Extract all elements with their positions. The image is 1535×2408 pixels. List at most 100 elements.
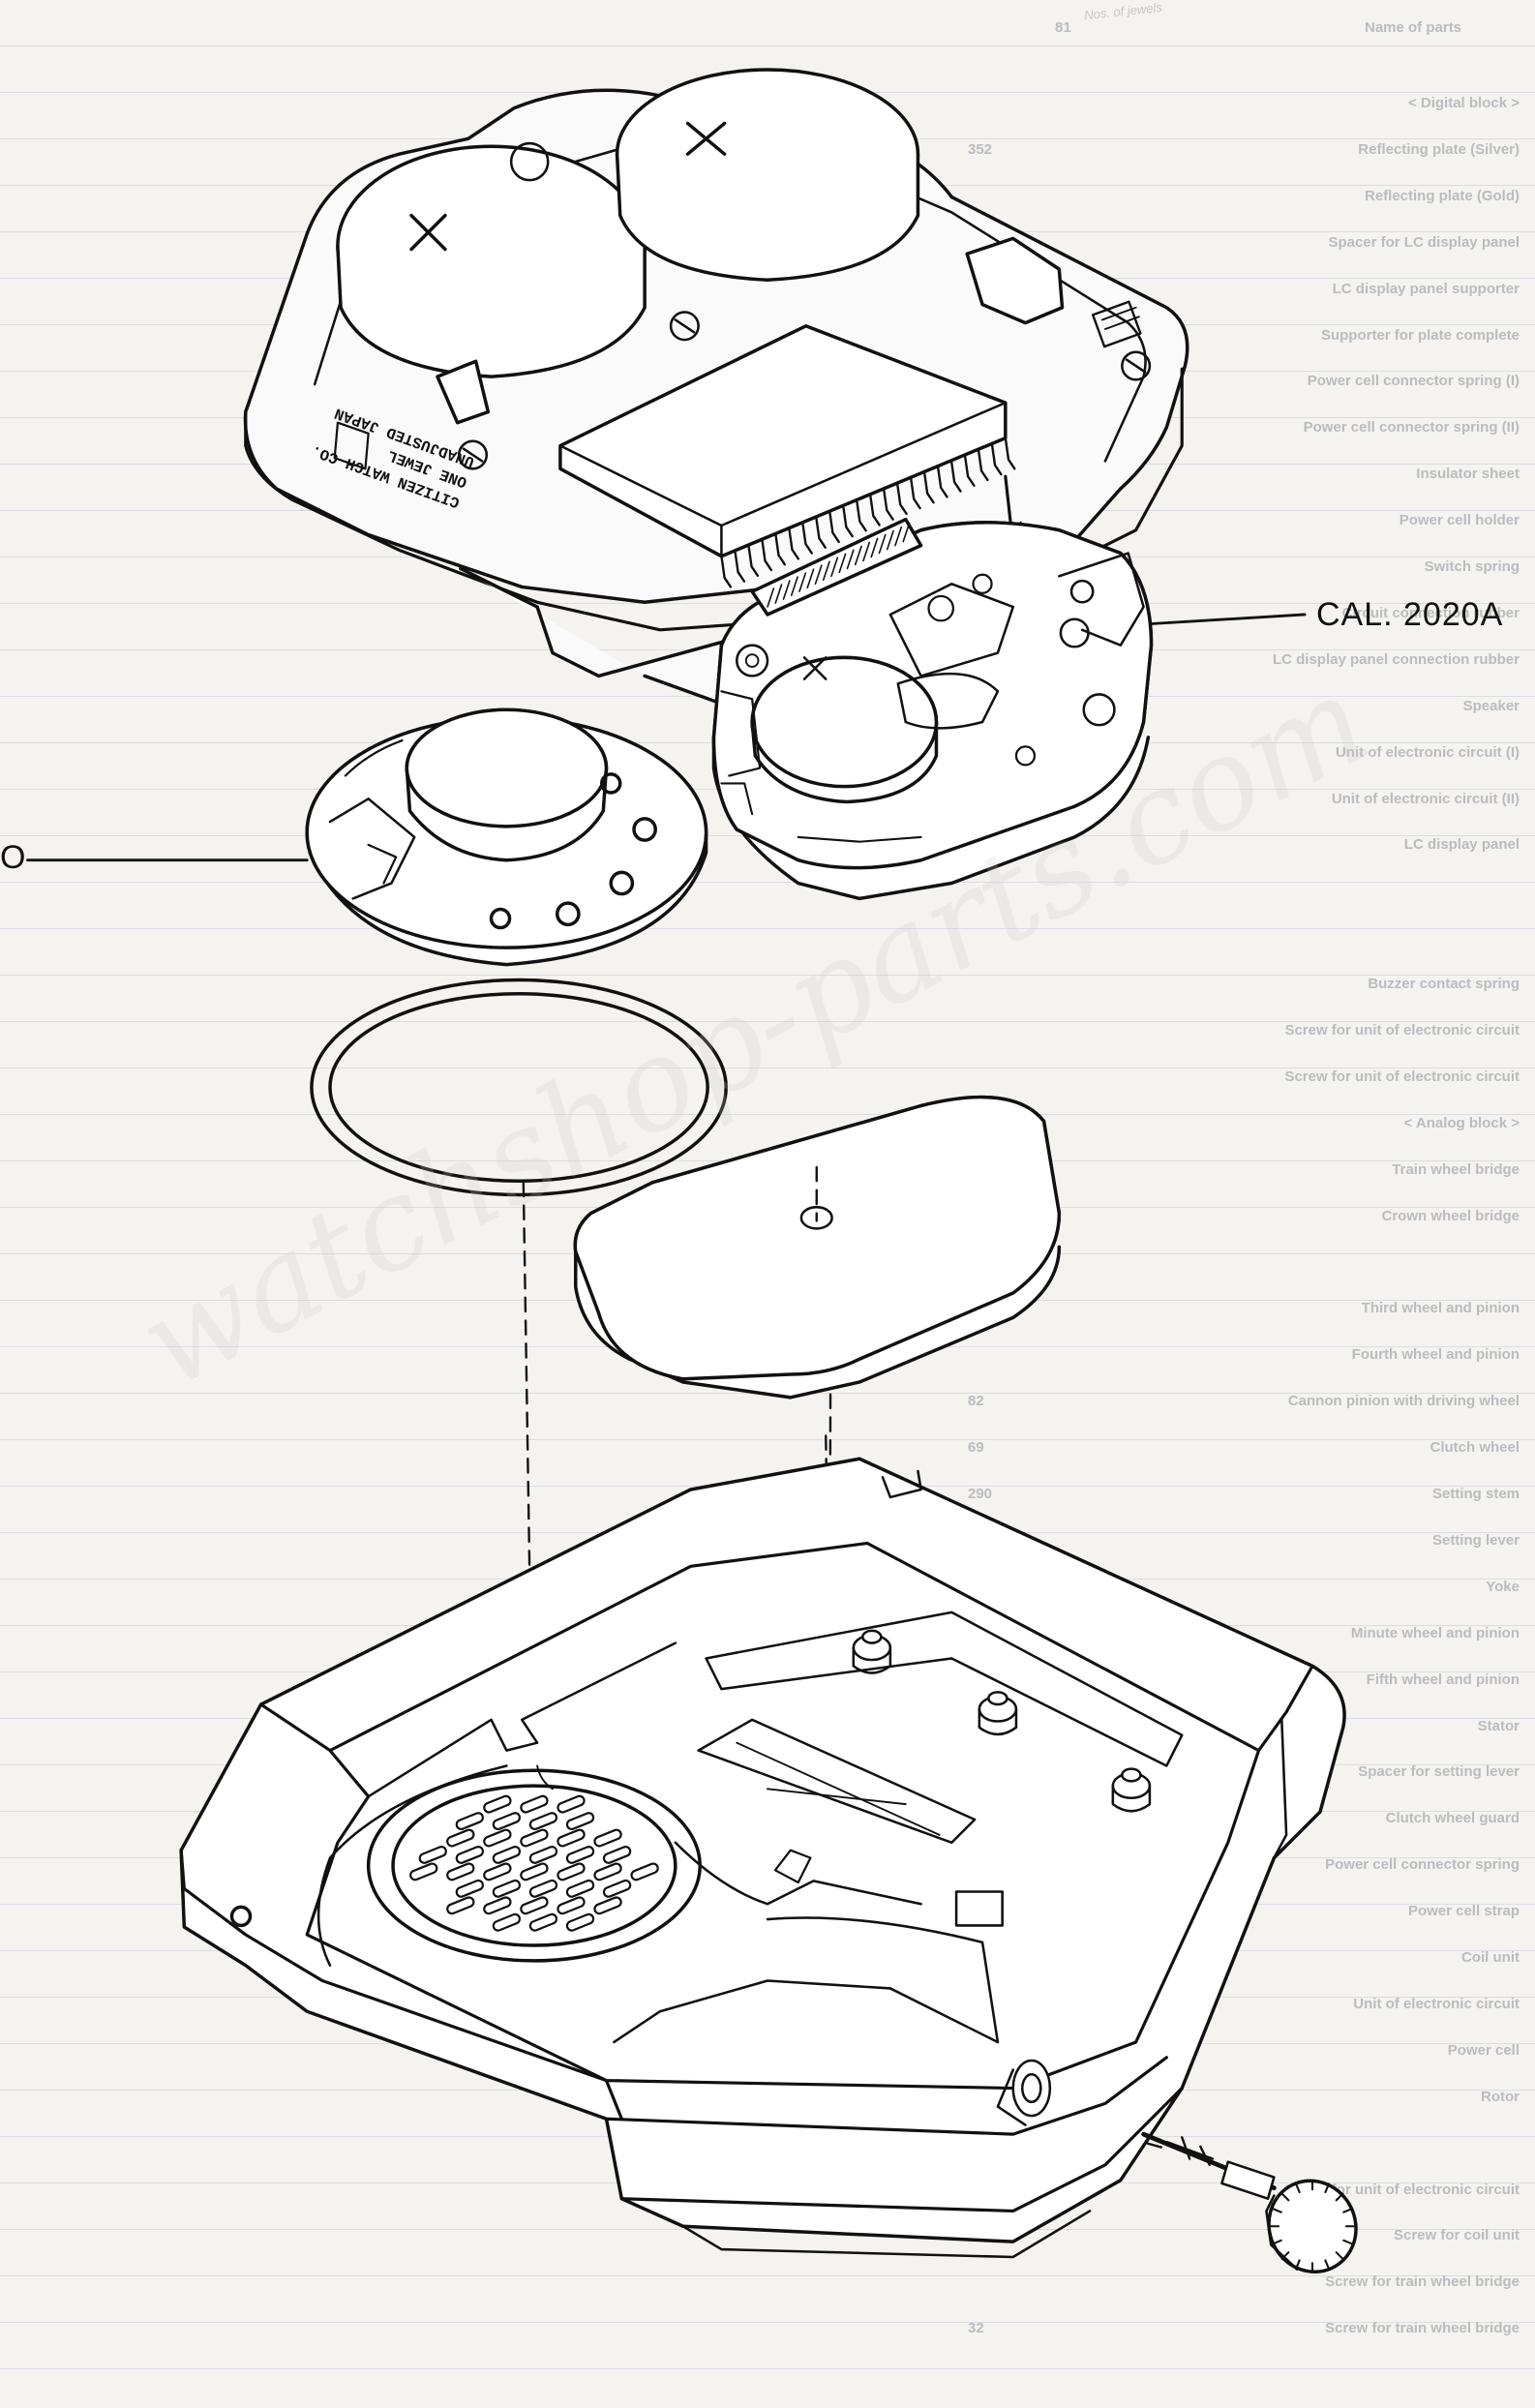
connector-pin [815, 515, 827, 549]
crown-tube [996, 2059, 1052, 2126]
grille-slot [483, 1828, 512, 1848]
crown-knurl [1295, 2259, 1301, 2271]
connector-pin [963, 453, 976, 487]
coil-winding [838, 553, 847, 574]
coil-winding [782, 580, 791, 600]
grille-slot [565, 1912, 595, 1932]
watch-case [179, 1457, 1346, 2259]
digital-module: CITIZEN WATCH CO. ONE JEWEL UNADJUSTED J… [243, 68, 1189, 706]
part-name: Spacer for setting lever [1358, 1763, 1520, 1781]
crown-knurl [1271, 2239, 1282, 2245]
grille-slot [557, 1896, 586, 1915]
crown-knurl [1335, 2251, 1344, 2260]
part-name: Power cell connector spring [1325, 1856, 1520, 1874]
coil-winding [806, 568, 815, 589]
case-studs [852, 1629, 1152, 1813]
crown-knurl [1324, 2259, 1331, 2271]
part-name: Clutch wheel [1430, 1439, 1520, 1457]
grille-slot [630, 1862, 659, 1881]
part-name: LC display panel supporter [1332, 280, 1520, 297]
part-name: Switch spring [1424, 558, 1520, 575]
part-name: Screw for unit of electronic circuit [1284, 1068, 1520, 1085]
grille-slot [557, 1862, 586, 1881]
grille-slot [528, 1912, 558, 1932]
coil-winding [798, 572, 807, 592]
grille-slot [593, 1828, 622, 1848]
grille-slot [565, 1846, 595, 1864]
part-name: Coil unit [1461, 1949, 1520, 1966]
part-name: Unit of electronic circuit [1353, 1995, 1520, 2012]
grille-slot [446, 1828, 475, 1848]
connector-pin [734, 549, 746, 583]
part-name: Train wheel bridge [1392, 1160, 1520, 1178]
grille-slot [483, 1794, 512, 1814]
part-name: LC display panel [1403, 836, 1520, 854]
grille-slot [492, 1812, 522, 1831]
analog-movement [711, 517, 1154, 901]
grille-slot [455, 1879, 485, 1898]
crown-knurl [1342, 2208, 1354, 2213]
grille-slot [446, 1862, 475, 1881]
watermark: watchshop-parts.com [116, 646, 1392, 1418]
coil-winding [870, 537, 879, 558]
part-name: Spacer for LC display panel [1328, 233, 1520, 251]
coil-winding [894, 526, 903, 547]
grille-slot [520, 1896, 549, 1915]
grille-slot [520, 1794, 549, 1814]
grille-slot [528, 1879, 558, 1898]
grille-slot [565, 1812, 595, 1831]
part-name: Power cell [1447, 2041, 1520, 2059]
crown-knurl [1271, 2208, 1282, 2213]
crown-knurl [1342, 2239, 1354, 2245]
grille-slot [418, 1846, 447, 1864]
crown [1265, 2179, 1358, 2274]
coil-winding [854, 545, 862, 566]
connector-pin [828, 509, 840, 544]
part-name: Setting lever [1431, 1531, 1520, 1549]
coil-winding [767, 587, 775, 608]
coil-winding [902, 522, 911, 543]
connector-pin [761, 538, 773, 572]
part-number: 352 [968, 140, 993, 158]
part-number: 290 [968, 1486, 993, 1502]
part-name: Circuit connection rubber [1341, 604, 1520, 621]
right-callout-label: CAL. 2020A [1316, 596, 1504, 633]
part-name: Reflecting plate (Gold) [1364, 187, 1520, 204]
header-number: 81 [1055, 19, 1071, 36]
part-name: Screw for unit of electronic circuit [1284, 1022, 1520, 1038]
part-name: Stator [1477, 1717, 1520, 1734]
connector-pin [747, 543, 760, 577]
coil-winding [774, 584, 783, 604]
connector-pin [936, 465, 948, 498]
part-name: Screw for coil unit [1393, 2227, 1520, 2244]
connector-pin [922, 470, 935, 504]
coil-winding [886, 529, 894, 551]
crown-knurl [1280, 2251, 1290, 2260]
coil-winding [822, 560, 830, 582]
crown-knurl [1324, 2182, 1331, 2194]
part-number: 82 [968, 1393, 984, 1410]
grille-slot [483, 1896, 512, 1915]
connector-pin [949, 459, 962, 493]
grille-slot [483, 1862, 512, 1881]
coil-winding [814, 564, 823, 586]
part-name: Screw for train wheel bridge [1325, 2273, 1520, 2291]
part-number: 32 [968, 2320, 984, 2337]
part-name: Cannon pinion with driving wheel [1287, 1393, 1520, 1410]
part-name: < Digital block > [1407, 95, 1520, 111]
part-name: Buzzer contact spring [1368, 976, 1520, 993]
grille-slot [602, 1846, 632, 1864]
grille-slot [409, 1862, 438, 1881]
speaker-plate [305, 707, 708, 967]
part-name: Yoke [1486, 1578, 1520, 1595]
connector-pin [774, 532, 787, 566]
part-name: < Analog block > [1403, 1114, 1520, 1131]
part-name: Fifth wheel and pinion [1366, 1671, 1520, 1688]
connector-pin [788, 527, 799, 560]
connector-pin [868, 493, 881, 527]
connector-pins [720, 436, 1016, 588]
crown-knurl [1335, 2192, 1344, 2202]
